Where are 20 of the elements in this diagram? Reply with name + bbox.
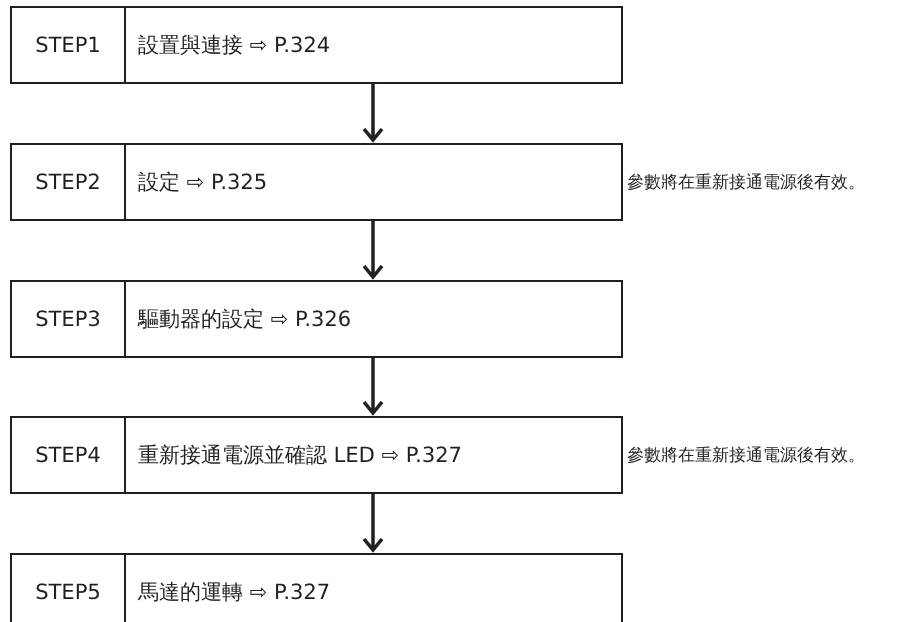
arrow (362, 221, 384, 280)
step-label: STEP5 (12, 555, 126, 622)
step-box (10, 280, 623, 358)
note-text: 參數將在重新接通電源後有效。 (627, 444, 865, 466)
step-box (10, 143, 623, 221)
arrow (362, 84, 384, 143)
step-text: 馬達的運轉 ⇨ P.327 (137, 579, 330, 606)
arrow (362, 358, 384, 416)
step-label: STEP2 (12, 145, 126, 219)
step-label: STEP1 (12, 8, 126, 82)
step-text: 設定 ⇨ P.325 (137, 169, 268, 196)
note-text: 參數將在重新接通電源後有效。 (627, 172, 865, 194)
step-box (10, 416, 623, 494)
step-label: STEP3 (12, 282, 126, 356)
step-box (10, 6, 623, 84)
step-text: 重新接通電源並確認 LED ⇨ P.327 (137, 442, 462, 469)
step-label: STEP4 (12, 418, 126, 492)
step-text: 設置與連接 ⇨ P.324 (137, 32, 330, 59)
step-text: 驅動器的設定 ⇨ P.326 (136, 306, 352, 333)
arrow (362, 494, 384, 553)
